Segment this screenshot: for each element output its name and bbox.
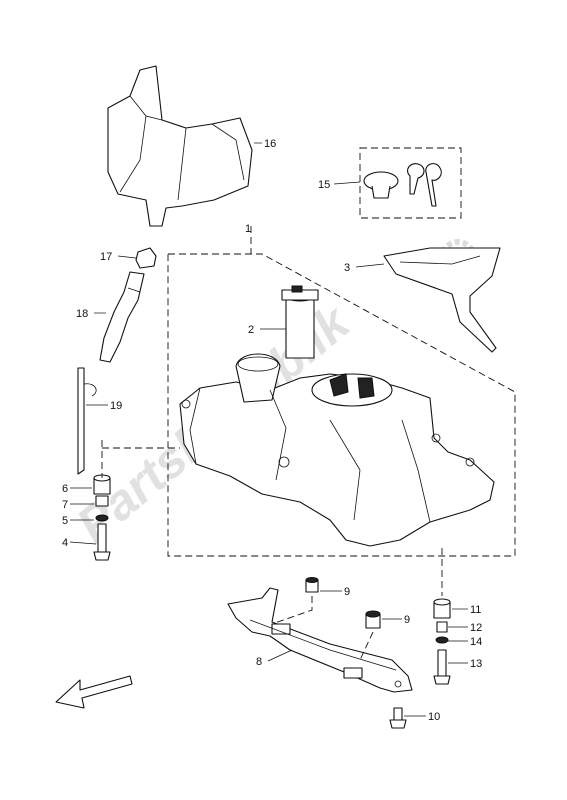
callout-6: 6 (62, 483, 68, 495)
left-mount-hardware (93, 440, 180, 561)
callout-4: 4 (62, 537, 68, 549)
callout-16: 16 (264, 138, 276, 150)
callout-3: 3 (344, 262, 350, 274)
callout-2: 2 (248, 324, 254, 336)
drain-tube-part (77, 367, 97, 475)
fuel-tank-part (179, 353, 495, 547)
breather-hose-part (99, 271, 145, 363)
callout-9-lower: 9 (404, 614, 410, 626)
front-arrow-icon (55, 675, 133, 709)
leader-lines (69, 142, 468, 717)
callout-5: 5 (62, 515, 68, 527)
callout-14: 14 (470, 636, 482, 648)
callout-8: 8 (256, 656, 262, 668)
callout-11: 11 (470, 604, 481, 616)
bushing-part-upper (271, 577, 319, 625)
callout-13: 13 (470, 658, 482, 670)
callout-18: 18 (76, 308, 88, 320)
key-set-part (359, 147, 462, 219)
callout-19: 19 (110, 400, 122, 412)
bushing-part-lower (359, 610, 381, 661)
mounting-bracket-part (227, 587, 413, 693)
callout-10: 10 (428, 711, 440, 723)
tank-assembly-boundary (167, 226, 516, 557)
callout-9-upper: 9 (344, 586, 350, 598)
callout-15: 15 (318, 179, 330, 191)
callout-17: 17 (100, 251, 112, 263)
bolt-part-10 (389, 707, 407, 729)
side-panel-part (383, 247, 501, 353)
fuel-pump-part (281, 285, 319, 359)
tank-cover-part (107, 65, 253, 227)
callout-labels: 1 2 3 4 5 6 7 8 9 9 10 11 12 13 14 15 16… (62, 138, 482, 723)
right-mount-hardware (433, 548, 451, 685)
callout-7: 7 (62, 499, 68, 511)
callout-12: 12 (470, 622, 482, 634)
callout-1: 1 (245, 223, 251, 235)
hose-fitting-part (135, 247, 157, 269)
